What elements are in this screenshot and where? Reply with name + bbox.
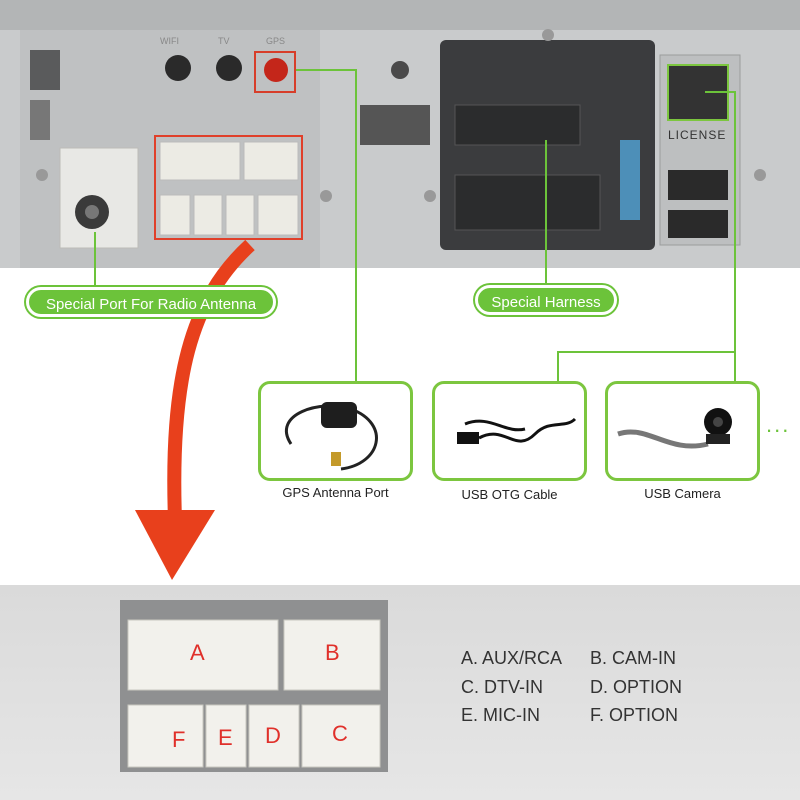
usb-otg-card — [432, 381, 587, 481]
gps-antenna-caption: GPS Antenna Port — [282, 485, 389, 500]
connector-detail-section: A B F E D C A. AUX/RCA B. CAM-IN C. DTV-… — [0, 585, 800, 800]
gps-antenna-icon — [284, 402, 378, 471]
legend-c: C. DTV-IN — [461, 677, 544, 697]
legend-f: F. OPTION — [590, 705, 679, 725]
usb-cable-icon — [457, 417, 577, 444]
connector-letter-b: B — [325, 640, 340, 665]
connector-letter-c: C — [332, 721, 348, 746]
usb-otg-caption: USB OTG Cable — [461, 487, 558, 502]
usb-camera-icon — [617, 408, 732, 449]
usb-camera-caption: USB Camera — [644, 486, 721, 501]
connector-letter-f: F — [172, 727, 186, 752]
legend-b: B. CAM-IN — [590, 648, 677, 668]
connector-letter-d: D — [265, 723, 281, 748]
device-back-panel: WIFI TV GPS LICENSE — [0, 0, 800, 268]
tv-label: TV — [218, 36, 230, 46]
usb-camera-card — [605, 381, 760, 481]
license-label: LICENSE — [668, 128, 727, 142]
connector-letter-e: E — [218, 725, 233, 750]
device-panel-graphic — [0, 0, 800, 268]
connector-lines — [94, 69, 736, 580]
gps-antenna-card — [258, 381, 413, 481]
connector-letter-a: A — [190, 640, 205, 665]
legend-a: A. AUX/RCA — [461, 648, 563, 668]
legend-d: D. OPTION — [590, 677, 683, 697]
legend-e: E. MIC-IN — [461, 705, 540, 725]
more-indicator: ... — [766, 412, 791, 437]
harness-callout: Special Harness — [475, 285, 617, 315]
wifi-label: WIFI — [160, 36, 179, 46]
radio-antenna-callout: Special Port For Radio Antenna — [26, 287, 276, 317]
gps-label: GPS — [266, 36, 286, 46]
connector-closeup — [120, 600, 388, 772]
